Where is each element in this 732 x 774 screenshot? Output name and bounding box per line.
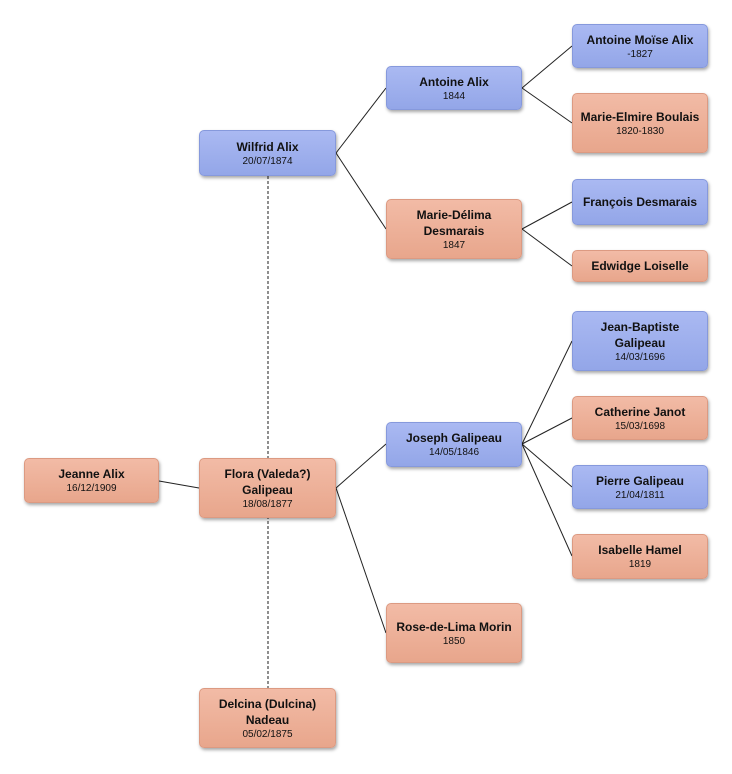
person-node-catherine-janot[interactable]: Catherine Janot 15/03/1698 [572, 396, 708, 440]
person-date: 1820-1830 [616, 125, 664, 137]
person-name: Joseph Galipeau [405, 431, 503, 445]
person-date: 18/08/1877 [242, 498, 293, 510]
connector-line [521, 201, 573, 230]
person-date: 1819 [628, 559, 652, 570]
connector-line [521, 87, 573, 124]
person-node-edwidge-loiselle[interactable]: Edwidge Loiselle [572, 250, 708, 282]
connector-line [521, 228, 573, 267]
person-name: Pierre Galipeau [595, 473, 685, 488]
person-node-rose-de-lima-morin[interactable]: Rose-de-Lima Morin 1850 [386, 603, 522, 663]
person-date: 20/07/1874 [242, 155, 293, 167]
person-name: Rose-de-Lima Morin [396, 619, 512, 634]
person-name: Wilfrid Alix [236, 139, 299, 154]
person-name: Isabelle Hamel [598, 543, 682, 557]
person-date: 14/03/1696 [614, 351, 666, 363]
person-name: François Desmarais [582, 195, 698, 209]
connector-line [335, 152, 387, 230]
person-node-isabelle-hamel[interactable]: Isabelle Hamel 1819 [572, 534, 708, 579]
person-date: -1827 [627, 48, 653, 60]
person-node-pierre-galipeau[interactable]: Pierre Galipeau 21/04/1811 [572, 465, 708, 509]
person-node-delcina-nadeau[interactable]: Delcina (Dulcina) Nadeau 05/02/1875 [199, 688, 336, 748]
connector-line [521, 443, 573, 557]
connector-line [335, 87, 387, 154]
person-node-marie-delima-desmarais[interactable]: Marie-Délima Desmarais 1847 [386, 199, 522, 259]
person-name: Catherine Janot [594, 404, 686, 419]
person-name: Antoine Alix [419, 74, 489, 89]
person-node-antoine-alix[interactable]: Antoine Alix 1844 [386, 66, 522, 110]
person-node-flora-galipeau[interactable]: Flora (Valeda?) Galipeau 18/08/1877 [199, 458, 336, 518]
person-name: Marie-Délima Desmarais [416, 207, 492, 238]
connector-line [521, 45, 573, 89]
person-name: Marie-Elmire Boulais [580, 109, 700, 124]
person-node-antoine-moise-alix[interactable]: Antoine Moïse Alix -1827 [572, 24, 708, 68]
person-date: 16/12/1909 [66, 483, 117, 494]
person-name: Edwidge Loiselle [591, 259, 689, 273]
person-date: 05/02/1875 [242, 728, 293, 740]
connector-line [521, 340, 573, 445]
connector-line [335, 443, 387, 489]
person-node-wilfrid-alix[interactable]: Wilfrid Alix 20/07/1874 [199, 130, 336, 176]
connector-line [158, 480, 200, 489]
person-date: 15/03/1698 [614, 420, 666, 432]
person-node-jeanne-alix[interactable]: Jeanne Alix 16/12/1909 [24, 458, 159, 503]
person-node-francois-desmarais[interactable]: François Desmarais [572, 179, 708, 225]
connector-line [521, 443, 573, 488]
person-date: 1850 [442, 635, 466, 647]
person-name: Jeanne Alix [58, 467, 125, 481]
person-name: Jean-Baptiste Galipeau [600, 319, 680, 350]
person-node-marie-elmire-boulais[interactable]: Marie-Elmire Boulais 1820-1830 [572, 93, 708, 153]
person-date: 1844 [442, 90, 466, 102]
person-node-joseph-galipeau[interactable]: Joseph Galipeau 14/05/1846 [386, 422, 522, 467]
person-date: 14/05/1846 [428, 447, 480, 458]
person-node-jean-baptiste-galipeau[interactable]: Jean-Baptiste Galipeau 14/03/1696 [572, 311, 708, 371]
connector-line [521, 417, 573, 445]
connector-line [335, 487, 387, 634]
person-date: 21/04/1811 [615, 489, 665, 501]
person-date: 1847 [442, 239, 466, 251]
person-name: Delcina (Dulcina) Nadeau [218, 696, 317, 727]
person-name: Antoine Moïse Alix [586, 32, 694, 47]
person-name: Flora (Valeda?) Galipeau [224, 466, 311, 497]
